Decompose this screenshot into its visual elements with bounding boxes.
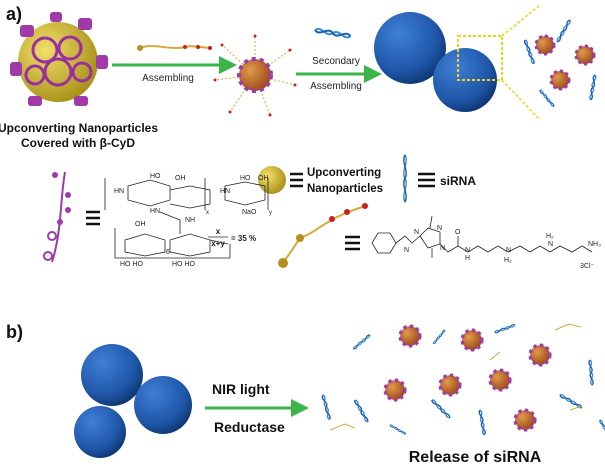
blue-sphere: [81, 344, 143, 406]
svg-text:6: 6: [166, 249, 170, 256]
ratio-value: = 35 %: [231, 234, 256, 243]
svg-text:H₂: H₂: [504, 257, 512, 264]
release-caption: Release of siRNA: [409, 449, 542, 466]
blue-sphere: [134, 376, 192, 434]
svg-text:H: H: [465, 255, 470, 262]
stimulus-reductase: Reductase: [214, 419, 285, 435]
linker-molecule: [137, 44, 212, 51]
equivalent-icon: [345, 235, 360, 251]
svg-text:HN: HN: [150, 208, 160, 215]
svg-text:HO HO: HO HO: [120, 261, 144, 268]
blue-sphere: [74, 406, 126, 458]
equivalent-icon: [418, 172, 435, 188]
svg-text:O: O: [455, 229, 461, 236]
panel-a-label: a): [6, 4, 22, 24]
zoomed-cluster: [523, 18, 597, 108]
legend-ucnp-line2: Nanoparticles: [307, 183, 383, 195]
linker-legend-icon: [278, 203, 368, 268]
ratio-denominator: x+y: [211, 239, 225, 248]
zoom-box: [457, 35, 503, 81]
ucnp-cyd-particle: [10, 12, 108, 106]
svg-text:HO: HO: [150, 173, 161, 180]
assembled-particle: [213, 34, 297, 117]
svg-text:NH₃: NH₃: [588, 241, 601, 248]
svg-text:N: N: [414, 229, 419, 236]
step2-label-line2: Assembling: [310, 81, 362, 92]
svg-text:N: N: [465, 247, 470, 254]
panel-b-label: b): [6, 322, 23, 342]
svg-text:HN: HN: [114, 188, 124, 195]
sirna-legend-icon: [402, 153, 408, 204]
svg-text:HO HO: HO HO: [172, 261, 196, 268]
ucnp-caption-line1: Upconverting Nanoparticles: [0, 121, 158, 135]
svg-text:OH: OH: [175, 175, 186, 182]
legend-sirna: siRNA: [440, 174, 476, 188]
svg-text:y: y: [269, 210, 272, 216]
svg-text:OH: OH: [135, 221, 146, 228]
step1-label: Assembling: [142, 73, 194, 84]
blue-sphere: [374, 12, 446, 84]
svg-text:N: N: [404, 247, 409, 254]
equivalent-icon: [86, 210, 100, 226]
released-components: [321, 323, 605, 440]
linker-structure: [371, 215, 593, 258]
legend-ucnp-line1: Upconverting: [307, 167, 381, 179]
step2-label-line1: Secondary: [312, 56, 360, 67]
svg-text:N: N: [506, 247, 511, 254]
polymer-structure: [104, 178, 269, 259]
stimulus-nir-light: NIR light: [212, 381, 270, 397]
svg-text:OH: OH: [258, 175, 269, 182]
svg-text:x: x: [206, 210, 209, 216]
svg-text:NaO: NaO: [242, 209, 257, 216]
ratio-numerator: x: [216, 227, 221, 236]
svg-text:H₂: H₂: [546, 233, 554, 240]
svg-text:HN: HN: [220, 188, 230, 195]
svg-text:N: N: [548, 241, 553, 248]
svg-text:NH: NH: [185, 217, 195, 224]
ucnp-caption-line2: Covered with β-CyD: [21, 136, 135, 150]
counterion: 3Cl⁻: [580, 263, 595, 270]
svg-text:N: N: [437, 225, 442, 232]
polymer-strand-icon: [43, 171, 71, 263]
sirna-icon: [313, 27, 352, 39]
svg-text:N: N: [440, 245, 445, 252]
svg-text:HO: HO: [240, 175, 251, 182]
equivalent-icon: [290, 172, 303, 188]
